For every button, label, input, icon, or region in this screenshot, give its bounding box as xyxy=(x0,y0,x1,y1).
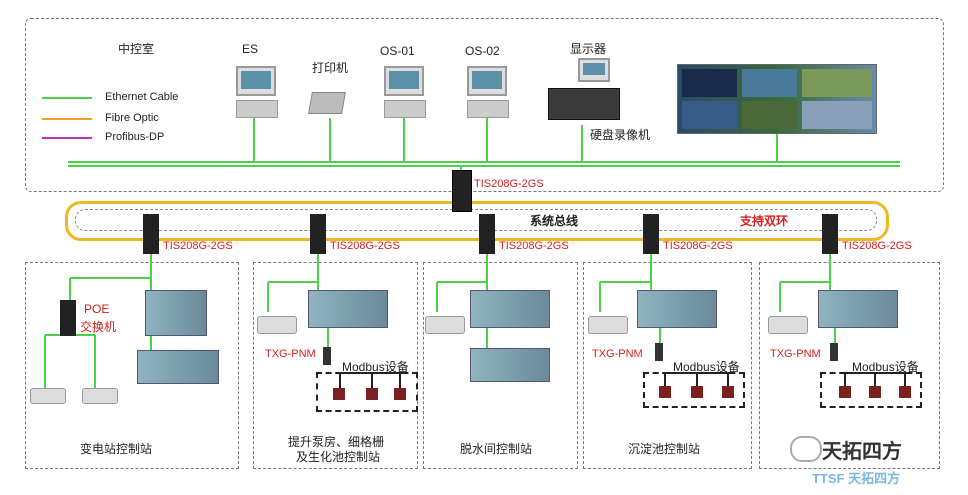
modbus-dev-2c xyxy=(394,388,406,400)
ring-switch-4-label: TIS208G-2GS xyxy=(663,240,733,252)
ring-switch-4-icon xyxy=(643,214,659,254)
camera-5-icon xyxy=(768,316,808,334)
camera-4-icon xyxy=(588,316,628,334)
ring-switch-3-icon xyxy=(479,214,495,254)
ring-switch-3-label: TIS208G-2GS xyxy=(499,240,569,252)
txg-label-4: TXG-PNM xyxy=(592,348,643,360)
video-wall-display xyxy=(677,64,877,134)
camera-2-icon xyxy=(257,316,297,334)
station-4-name: 沉淀池控制站 xyxy=(628,442,701,456)
modbus-dev-4b xyxy=(691,386,703,398)
ring-switch-2-label: TIS208G-2GS xyxy=(330,240,400,252)
watermark-text: 天拓四方 xyxy=(822,441,902,463)
core-switch-label: TIS208G-2GS xyxy=(474,178,544,190)
plc-rack-2 xyxy=(308,290,388,328)
station-box-5 xyxy=(759,262,940,469)
modbus-dev-5b xyxy=(869,386,881,398)
legend-ethernet-line xyxy=(42,97,92,99)
plc-rack-4 xyxy=(637,290,717,328)
plc-rack-3a xyxy=(470,290,550,328)
ring-switch-5-icon xyxy=(822,214,838,254)
modbus-label-2: Modbus设备 xyxy=(342,360,409,374)
modbus-dev-2a xyxy=(333,388,345,400)
station-box-2 xyxy=(253,262,418,469)
es-label: ES xyxy=(242,42,259,56)
station-3-name: 脱水间控制站 xyxy=(460,442,533,456)
modbus-dev-5a xyxy=(839,386,851,398)
legend-fibre-label: Fibre Optic xyxy=(105,112,159,124)
plc-rack-5 xyxy=(818,290,898,328)
plc-rack-1a xyxy=(145,290,207,336)
nvr-icon xyxy=(548,88,620,120)
system-bus-ring-inner xyxy=(75,209,877,231)
plc-rack-1b xyxy=(137,350,219,384)
core-switch-icon xyxy=(452,170,472,212)
station-1-name: 变电站控制站 xyxy=(80,442,153,456)
modbus-box-4 xyxy=(643,372,745,408)
modbus-dev-4c xyxy=(722,386,734,398)
ring-switch-1-icon xyxy=(143,214,159,254)
txg-device-5-icon xyxy=(830,343,838,361)
ring-switch-1-label: TIS208G-2GS xyxy=(163,240,233,252)
os01-workstation-icon xyxy=(384,66,426,118)
txg-device-4-icon xyxy=(655,343,663,361)
dual-ring-label: 支持双环 xyxy=(740,214,789,228)
modbus-dev-2b xyxy=(366,388,378,400)
printer-label: 打印机 xyxy=(312,61,349,75)
station-box-4 xyxy=(583,262,752,469)
poe-label-2: 交换机 xyxy=(80,320,117,334)
modbus-dev-5c xyxy=(899,386,911,398)
txg-label-2: TXG-PNM xyxy=(265,348,316,360)
monitor-label: 显示器 xyxy=(570,42,607,56)
control-room-box xyxy=(25,18,944,192)
modbus-dev-4a xyxy=(659,386,671,398)
modbus-box-2 xyxy=(316,372,418,412)
monitor-icon xyxy=(578,58,610,82)
modbus-label-5: Modbus设备 xyxy=(852,360,919,374)
os02-label: OS-02 xyxy=(465,44,500,58)
camera-1a-icon xyxy=(30,388,66,404)
station-2-name-line1: 提升泵房、细格栅 xyxy=(288,435,385,449)
modbus-box-5 xyxy=(820,372,922,408)
poe-label: POE xyxy=(84,302,110,316)
wechat-logo-icon xyxy=(790,436,822,462)
watermark-sub: TTSF 天拓四方 xyxy=(812,471,901,486)
legend-profibus-label: Profibus-DP xyxy=(105,131,165,143)
control-room-title: 中控室 xyxy=(118,42,155,56)
plc-rack-3b xyxy=(470,348,550,382)
station-box-1 xyxy=(25,262,239,469)
system-bus-label: 系统总线 xyxy=(530,214,579,228)
system-bus-ring xyxy=(65,201,889,241)
ring-switch-5-label: TIS208G-2GS xyxy=(842,240,912,252)
camera-1b-icon xyxy=(82,388,118,404)
station-box-3 xyxy=(423,262,578,469)
txg-label-5: TXG-PNM xyxy=(770,348,821,360)
es-workstation-icon xyxy=(236,66,278,118)
legend-ethernet-label: Ethernet Cable xyxy=(105,91,179,103)
station-2-name-line2: 及生化池控制站 xyxy=(296,450,381,464)
os01-label: OS-01 xyxy=(380,44,415,58)
modbus-label-4: Modbus设备 xyxy=(673,360,740,374)
poe-switch-icon xyxy=(60,300,76,336)
legend-profibus-line xyxy=(42,137,92,139)
camera-3-icon xyxy=(425,316,465,334)
ring-switch-2-icon xyxy=(310,214,326,254)
printer-icon xyxy=(308,92,346,114)
nvr-label: 硬盘录像机 xyxy=(590,128,651,142)
txg-device-2-icon xyxy=(323,347,331,365)
os02-workstation-icon xyxy=(467,66,509,118)
legend-fibre-line xyxy=(42,118,92,120)
